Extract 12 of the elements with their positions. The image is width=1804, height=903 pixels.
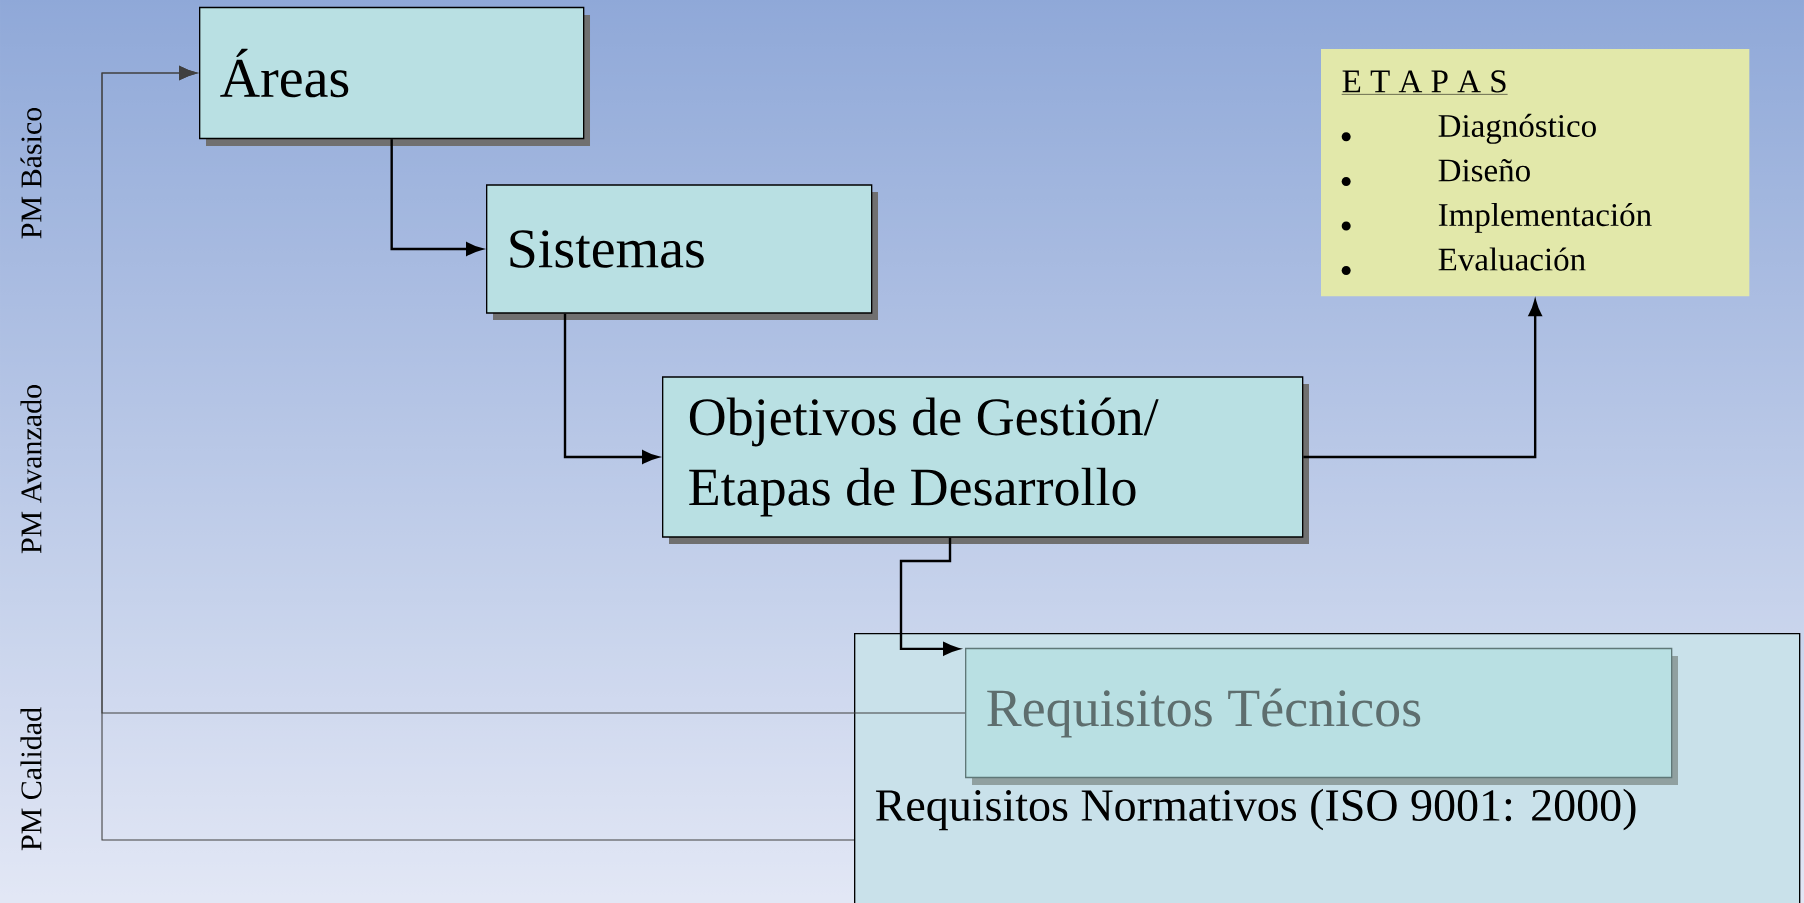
stage-list-box: E T A P A S Diagnóstico Diseño Implementación Evaluación — [1321, 49, 1750, 297]
process-box: Requisitos Técnicos — [965, 647, 1678, 785]
process-box: Sistemas — [486, 184, 878, 320]
arrow — [101, 65, 855, 841]
process-box: Objetivos de Gestión/ Etapas de Desarrollo — [662, 376, 1309, 544]
side-label: PM Calidad — [20, 707, 42, 851]
side-label: PM Básico — [20, 107, 42, 239]
arrow — [390, 139, 483, 256]
process-box: Áreas — [199, 6, 590, 146]
arrow — [563, 313, 659, 464]
side-label: PM Avanzado — [20, 385, 42, 554]
arrow — [899, 537, 960, 656]
